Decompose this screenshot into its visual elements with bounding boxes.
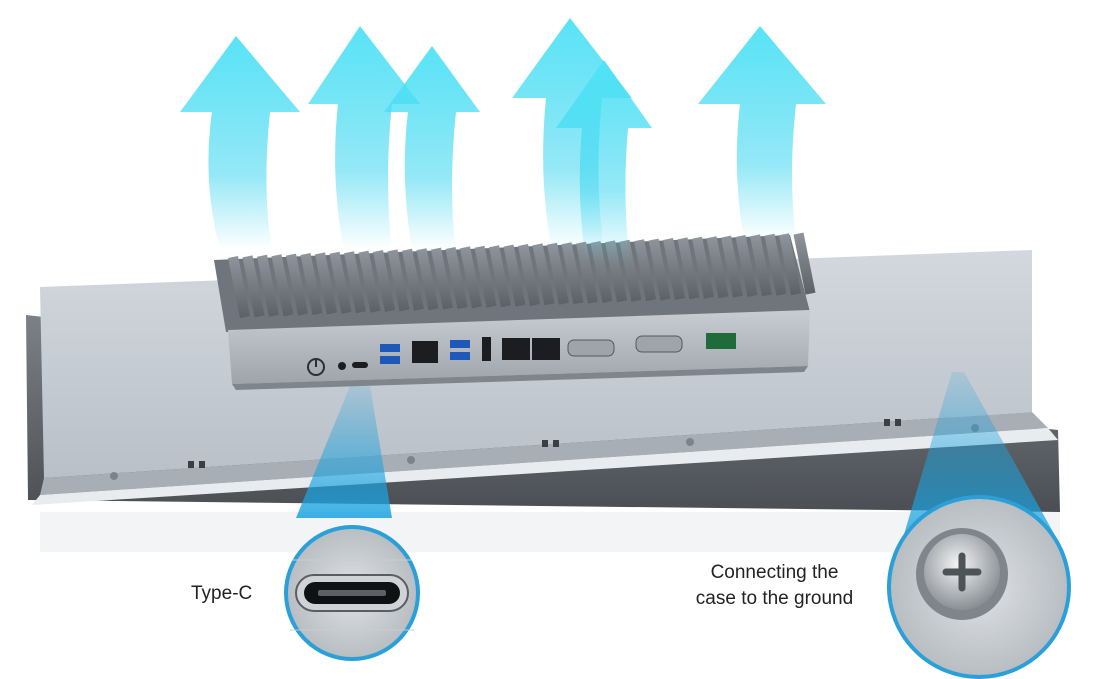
heatsink-fin bbox=[344, 251, 366, 314]
heatsink-fin bbox=[489, 245, 511, 308]
heatsink-fin bbox=[286, 253, 308, 316]
airflow-arrow-icon bbox=[384, 46, 480, 250]
heatsink-fin bbox=[561, 242, 584, 305]
usb-port-icon bbox=[450, 340, 470, 348]
power-terminal bbox=[706, 333, 736, 349]
heatsink-fin bbox=[750, 234, 772, 297]
heatsink-fin bbox=[793, 232, 816, 295]
airflow-arrow-icon bbox=[308, 26, 420, 250]
typec-closeup bbox=[290, 559, 414, 631]
heatsink-fin bbox=[532, 243, 555, 306]
ground-label: Connecting the case to the ground bbox=[672, 560, 877, 612]
heatsink-fin bbox=[663, 238, 685, 300]
usb-port-icon bbox=[380, 344, 400, 352]
heatsink-fin bbox=[576, 241, 598, 304]
heatsink-fin bbox=[315, 252, 337, 315]
heatsink-fin bbox=[373, 250, 395, 312]
panel-reflection bbox=[40, 512, 1060, 552]
heatsink-fin bbox=[460, 246, 482, 309]
ground-label-line1: Connecting the bbox=[710, 562, 839, 583]
heatsink-fin bbox=[779, 233, 801, 296]
heatsink-fin bbox=[721, 235, 743, 298]
display-port bbox=[482, 337, 491, 361]
heatsink-fin bbox=[634, 239, 656, 302]
heatsink-fin bbox=[706, 236, 729, 299]
heatsink-fin bbox=[445, 247, 468, 309]
heatsink-fin bbox=[228, 256, 250, 318]
airflow-arrow-icon bbox=[180, 36, 300, 250]
heatsink-fin bbox=[358, 250, 381, 313]
heatsink-fin bbox=[474, 245, 497, 308]
heatsink-fin bbox=[503, 244, 526, 307]
heatsink-fin bbox=[387, 249, 410, 312]
serial-port-icon bbox=[567, 339, 615, 357]
ground-label-line2: case to the ground bbox=[695, 588, 854, 609]
panel-screw bbox=[110, 472, 118, 480]
usb-port-icon bbox=[450, 352, 470, 360]
heatsink-fin bbox=[547, 242, 569, 305]
ethernet-port-icon bbox=[502, 338, 530, 360]
heatsink-fin bbox=[764, 233, 787, 296]
airflow-arrows bbox=[180, 18, 826, 262]
panel-screw bbox=[686, 438, 694, 446]
power-button-icon bbox=[307, 358, 325, 376]
heatsink-fin bbox=[329, 251, 352, 314]
airflow-arrow-icon bbox=[698, 26, 826, 240]
panel-screw bbox=[407, 456, 415, 464]
typec-label: Type-C bbox=[191, 583, 253, 604]
heatsink-fin bbox=[271, 254, 294, 317]
heatsink-fin bbox=[416, 248, 439, 311]
serial-port-icon bbox=[635, 335, 683, 353]
heatsink-fin bbox=[692, 236, 714, 299]
typec-port bbox=[352, 362, 368, 368]
airflow-arrow-icon bbox=[556, 60, 652, 262]
ground-callout bbox=[887, 372, 1071, 679]
heatsink-fin bbox=[518, 244, 540, 306]
ethernet-port-icon bbox=[532, 338, 560, 360]
heatsink-fin bbox=[257, 254, 279, 317]
heatsink-fin bbox=[648, 238, 671, 301]
audio-jack bbox=[338, 362, 346, 370]
heatsink-fin bbox=[677, 237, 700, 300]
embedded-computer-box bbox=[214, 232, 816, 390]
usb-port-icon bbox=[380, 356, 400, 364]
heatsink-fin bbox=[431, 247, 453, 310]
ground-screw-icon bbox=[916, 528, 1008, 620]
heatsink-fin bbox=[242, 255, 265, 318]
typec-callout bbox=[284, 386, 420, 661]
heatsink-fin bbox=[735, 235, 758, 297]
ethernet-port-icon bbox=[412, 341, 438, 363]
heatsink-fin bbox=[300, 253, 323, 315]
heatsink-fin bbox=[402, 248, 424, 311]
callout-beam bbox=[296, 386, 392, 518]
